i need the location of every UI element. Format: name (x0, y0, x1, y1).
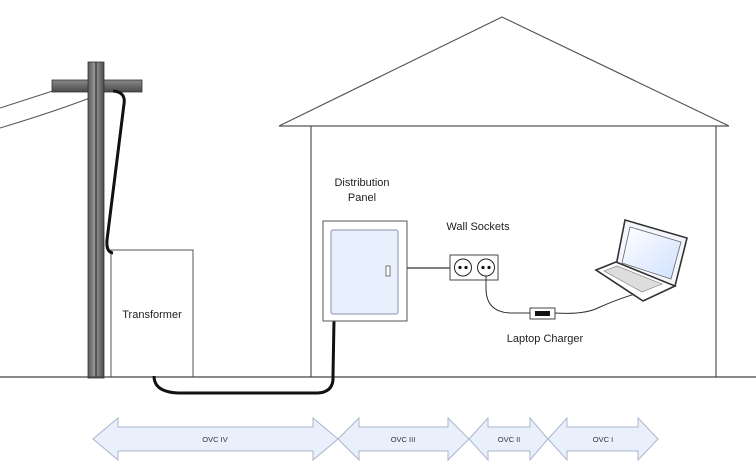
transformer: Transformer (110, 249, 194, 378)
ovc-ii-label: OVC II (498, 435, 521, 444)
pole-drop-cable (105, 89, 126, 255)
wall-sockets: Wall Sockets (446, 221, 510, 281)
socket-left-icon (454, 258, 472, 277)
utility-pole (51, 61, 143, 379)
distribution-panel-label-line2: Panel (348, 192, 376, 204)
ovc-i-label: OVC I (593, 435, 613, 444)
transformer-label: Transformer (122, 309, 182, 321)
socket-to-charger-cord (485, 276, 530, 314)
ovc-arrows: OVC IV OVC III OVC II OVC I (92, 416, 659, 462)
overhead-wires (0, 87, 101, 129)
distribution-panel: Distribution Panel (322, 177, 408, 322)
laptop-icon (594, 218, 688, 302)
house-roof (278, 16, 730, 127)
socket-right-icon (477, 258, 495, 277)
ovc-iv-label: OVC IV (202, 435, 227, 444)
panel-latch-icon (385, 265, 391, 277)
underground-cable (152, 319, 336, 395)
house (278, 16, 730, 377)
wall-sockets-label: Wall Sockets (446, 221, 510, 233)
laptop-charger-label: Laptop Charger (507, 333, 584, 345)
ovc-iii-label: OVC III (391, 435, 416, 444)
arrow-ovc-i (547, 416, 659, 462)
distribution-panel-label-line1: Distribution (334, 177, 389, 189)
charger-to-laptop-cord (554, 291, 644, 314)
panel-door (330, 229, 399, 315)
